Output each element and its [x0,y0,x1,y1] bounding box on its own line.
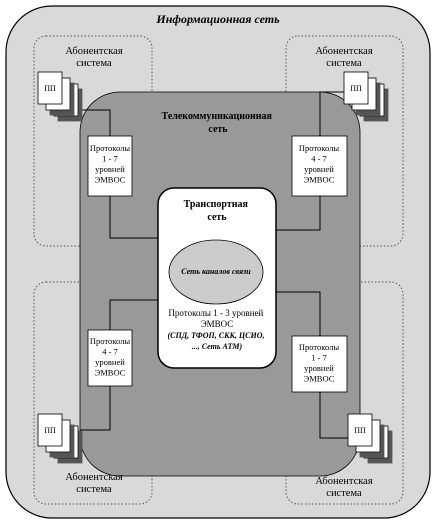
pp-stack-bl: ПП [37,413,79,459]
telecom-network-title: Телекоммуникационная сеть [162,111,275,135]
pp-page [37,413,63,447]
transport-examples-label: (СПД, ТФОП, СКК, ЦСИО, ..., Сеть АТМ) [167,331,266,351]
channel-network-ellipse [168,239,264,305]
channel-network-label: Сеть каналов связи [181,267,251,276]
transport-network-title: Транспортная сеть [184,199,251,223]
pp-stack-tl: ПП [37,71,79,117]
pp-label: ПП [354,426,366,435]
subscriber-system-area-tr [285,35,404,247]
connection-lines [80,91,356,439]
pp-page [37,71,63,105]
pp-page [347,413,373,447]
pp-stack-br: ПП [347,413,389,459]
transport-protocols-label: Протоколы 1 - 3 уровней ЭМВОС [168,308,265,329]
pp-label: ПП [44,426,56,435]
pp-label: ПП [44,84,56,93]
pp-page [343,71,369,105]
information-network-title: Информационная сеть [155,12,280,26]
pp-label: ПП [350,84,362,93]
pp-stack-tr: ПП [343,71,385,117]
